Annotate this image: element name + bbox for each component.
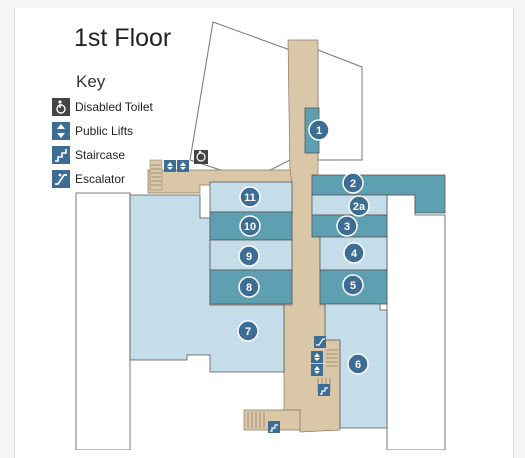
key-label-escalator: Escalator — [75, 172, 126, 186]
svg-text:1: 1 — [316, 125, 322, 137]
unit-badge-11[interactable]: 11 — [239, 186, 261, 208]
wheelchair-icon-map — [194, 150, 208, 164]
svg-text:10: 10 — [244, 221, 256, 233]
svg-text:5: 5 — [350, 280, 356, 292]
lift-icon — [52, 122, 70, 140]
lift-icon-map-east-2 — [311, 364, 323, 376]
svg-text:11: 11 — [244, 192, 256, 204]
north-building-right — [317, 49, 363, 161]
lift-icon-map-west — [164, 160, 176, 172]
key-label-public-lifts: Public Lifts — [75, 124, 134, 138]
unit-badge-5[interactable]: 5 — [342, 274, 364, 296]
svg-text:3: 3 — [344, 221, 350, 233]
svg-text:7: 7 — [245, 326, 251, 338]
unit-badge-4[interactable]: 4 — [343, 242, 365, 264]
unit-badge-2a[interactable]: 2a — [348, 195, 370, 217]
unit-badge-3[interactable]: 3 — [336, 215, 358, 237]
staircase-west — [149, 159, 163, 191]
key-label-disabled-toilet: Disabled Toilet — [75, 100, 153, 114]
building-outline-east — [386, 194, 446, 450]
wheelchair-icon — [52, 98, 70, 116]
svg-text:8: 8 — [246, 282, 252, 294]
key-item-escalator: Escalator — [52, 169, 125, 189]
unit-badge-2[interactable]: 2 — [342, 172, 364, 194]
key-item-disabled-toilet: Disabled Toilet — [52, 97, 153, 117]
unit-badge-7[interactable]: 7 — [237, 320, 259, 342]
lift-icon-map-west-2 — [177, 160, 189, 172]
unit-badge-1[interactable]: 1 — [308, 119, 330, 141]
unit-badge-6[interactable]: 6 — [347, 353, 369, 375]
key-heading: Key — [76, 72, 106, 91]
svg-text:4: 4 — [351, 248, 358, 260]
key-item-staircase: Staircase — [52, 145, 125, 165]
staircase-icon-map-south — [268, 421, 280, 433]
lift-icon-map-east — [311, 351, 323, 363]
key-item-public-lifts: Public Lifts — [52, 121, 133, 141]
svg-text:9: 9 — [246, 251, 252, 263]
escalator-icon — [52, 170, 70, 188]
staircase-icon-map-east — [318, 384, 330, 396]
building-outline-west — [75, 192, 131, 450]
unit-badge-8[interactable]: 8 — [238, 276, 260, 298]
escalator-icon-map-east — [314, 336, 326, 348]
corridor-south — [243, 409, 301, 431]
svg-text:2: 2 — [350, 178, 356, 190]
svg-text:2a: 2a — [353, 201, 366, 213]
unit-badge-9[interactable]: 9 — [238, 245, 260, 267]
floor-title: 1st Floor — [74, 24, 172, 52]
svg-text:6: 6 — [355, 359, 361, 371]
corridor-west — [147, 169, 293, 194]
key-label-staircase: Staircase — [75, 148, 126, 162]
unit-badge-10[interactable]: 10 — [239, 215, 261, 237]
staircase-icon — [52, 146, 70, 164]
